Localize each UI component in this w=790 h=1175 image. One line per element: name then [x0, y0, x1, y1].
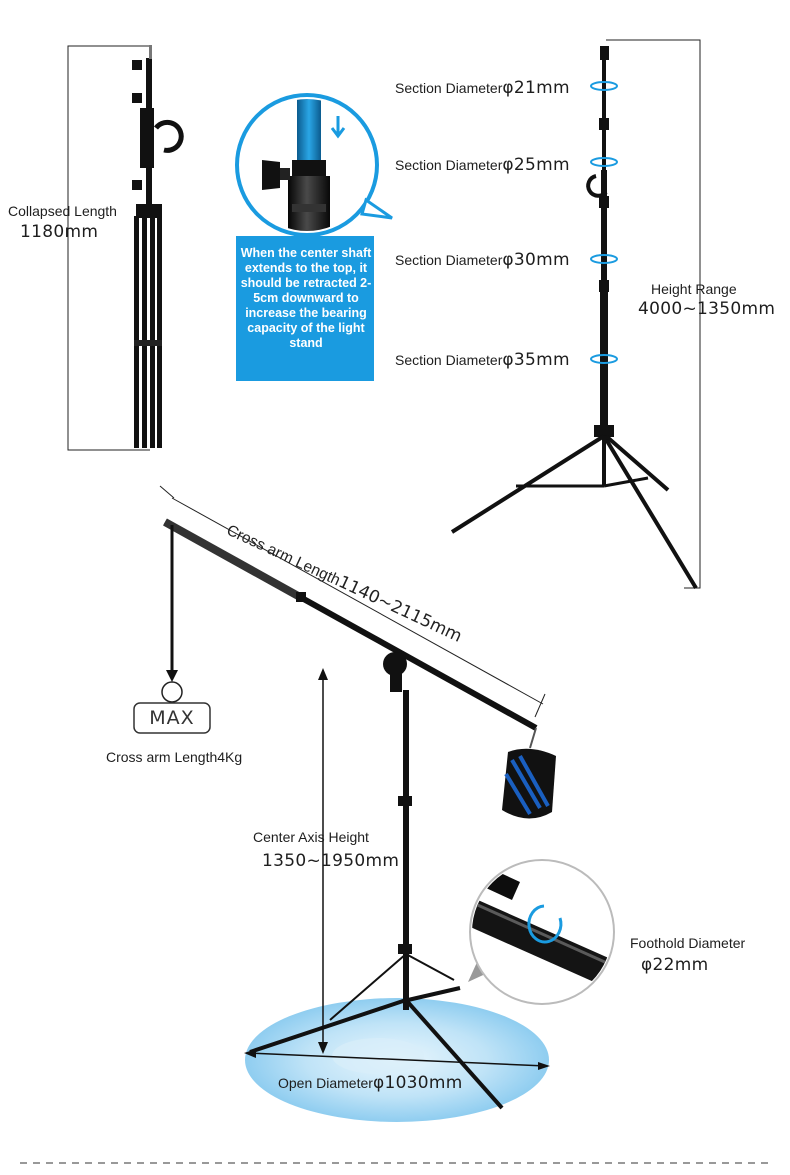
arrow-down-icon — [330, 116, 346, 139]
rotate-arrow-icon — [527, 904, 563, 944]
tall-stand — [450, 39, 701, 590]
open-diameter-label: Open Diameter — [278, 1075, 373, 1091]
section-diameter-4: Section Diameterφ35mm — [395, 350, 570, 370]
section-diameter-value: φ30mm — [502, 250, 570, 270]
foothold-value: φ22mm — [641, 955, 709, 975]
center-axis-label: Center Axis Height — [253, 829, 369, 845]
center-shaft-callout — [235, 93, 393, 381]
section-diameter-value: φ35mm — [502, 350, 570, 370]
height-range-bracket — [606, 39, 701, 589]
section-diameter-3: Section Diameterφ30mm — [395, 250, 570, 270]
section-diameter-label: Section Diameter — [395, 352, 503, 368]
section-diameter-label: Section Diameter — [395, 157, 503, 173]
collapsed-length-value: 1180mm — [20, 222, 99, 242]
open-diameter-value: φ1030mm — [372, 1073, 463, 1093]
height-range-label: Height Range — [651, 281, 737, 297]
foothold-label: Foothold Diameter — [630, 935, 746, 951]
foothold-detail — [468, 859, 615, 1005]
open-diameter: Open Diameterφ1030mm — [278, 1073, 463, 1093]
collapsed-length-bracket — [67, 45, 150, 451]
section-diameter-value: φ25mm — [502, 155, 570, 175]
max-load-label: Cross arm Length4Kg — [106, 749, 243, 765]
collapsed-length-label: Collapsed Length — [8, 203, 117, 219]
max-badge: MAX — [149, 707, 195, 729]
center-axis-value: 1350~1950mm — [262, 851, 400, 871]
collapsed-stand — [67, 45, 184, 451]
boom-stand — [133, 485, 556, 1122]
section-diameter-2: Section Diameterφ25mm — [395, 155, 570, 175]
section-diameter-value: φ21mm — [502, 78, 570, 98]
section-diameter-1: Section Diameterφ21mm — [395, 78, 570, 98]
section-diameter-label: Section Diameter — [395, 252, 503, 268]
rotate-arrow-icon — [590, 81, 618, 364]
section-diameter-label: Section Diameter — [395, 80, 503, 96]
callout-text: When the center shaft extends to the top… — [240, 246, 372, 350]
height-range-value: 4000~1350mm — [638, 299, 776, 319]
